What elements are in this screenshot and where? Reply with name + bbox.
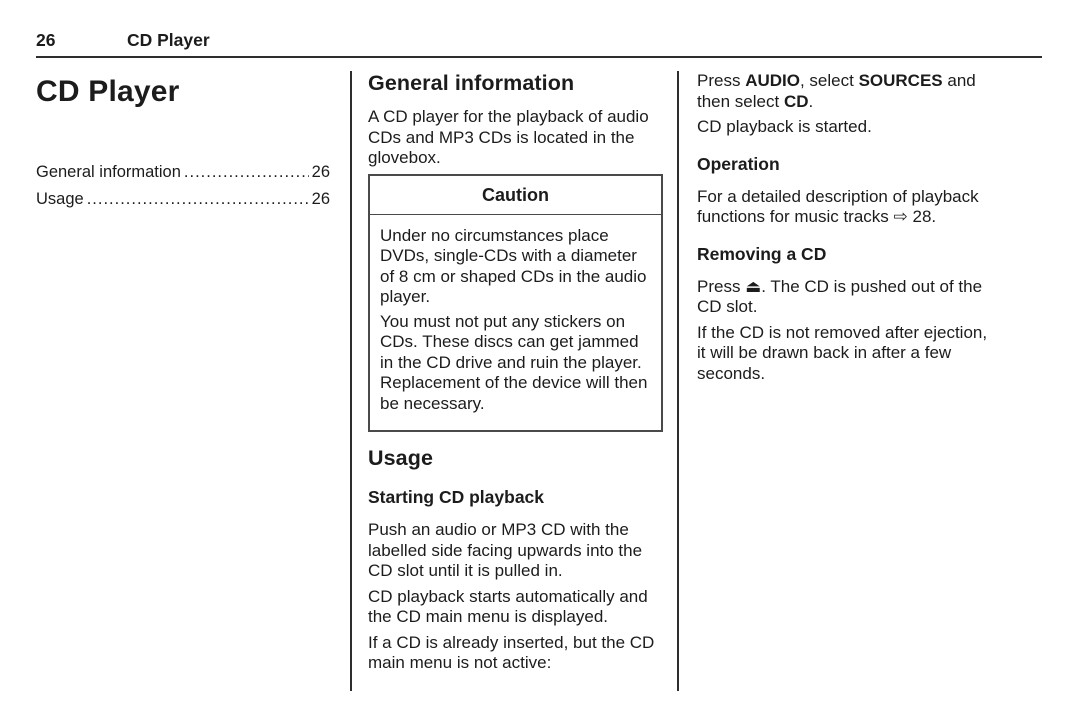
caution-paragraph: You must not put any stickers on CDs. Th…: [380, 311, 648, 413]
caution-paragraph: Under no circumstances place DVDs, singl…: [380, 225, 647, 307]
right-column: Press AUDIO, select SOURCES and then sel…: [679, 71, 1078, 693]
paragraph: CD playback starts automatically and the…: [368, 586, 648, 627]
paragraph-eject: Press ⏏. The CD is pushed out of the CD …: [697, 277, 997, 318]
table-of-contents: General information ....................…: [36, 159, 330, 213]
cross-reference-arrow-icon: ⇨: [893, 207, 908, 227]
text-run: and then select: [697, 71, 976, 111]
text-run: . The CD is pushed out of the CD slot.: [697, 276, 983, 317]
paragraph-intro: A CD player for the playback of audio CD…: [368, 107, 649, 167]
toc-page-number: 26: [311, 163, 330, 181]
subheading-starting-cd-playback: Starting CD playback: [368, 487, 545, 507]
left-column: CD Player General information ..........…: [36, 71, 350, 693]
text-run: Press: [697, 276, 746, 296]
toc-entry-general-information: General information ....................…: [36, 159, 330, 186]
page-title: CD Player: [36, 75, 180, 108]
menu-label-cd: CD: [783, 91, 809, 111]
text-run: Press: [697, 71, 746, 90]
paragraph-press-audio: Press AUDIO, select SOURCES and then sel…: [697, 71, 997, 112]
middle-column: General information A CD player for the …: [352, 71, 677, 693]
text-run: , select: [799, 71, 859, 90]
toc-dot-leader: ........................................…: [183, 163, 309, 181]
column-divider: [350, 71, 352, 691]
paragraph-operation: For a detailed description of playback f…: [697, 187, 997, 228]
cross-reference-page: 28.: [907, 207, 937, 226]
page-number: 26: [36, 30, 56, 50]
caution-box-body: Under no circumstances place DVDs, singl…: [370, 215, 661, 431]
section-heading-usage: Usage: [368, 446, 434, 470]
column-divider: [677, 71, 679, 691]
toc-dot-leader: ........................................…: [86, 190, 309, 208]
toc-label: General information: [36, 163, 181, 181]
paragraph: CD playback is started.: [697, 117, 872, 136]
paragraph: If a CD is already inserted, but the CD …: [368, 632, 655, 673]
toc-page-number: 26: [311, 190, 330, 208]
caution-box-title: Caution: [370, 176, 661, 215]
caution-box: Caution Under no circumstances place DVD…: [368, 173, 663, 432]
toc-label: Usage: [36, 190, 84, 208]
subheading-operation: Operation: [697, 153, 780, 174]
section-heading-general-information: General information: [368, 71, 575, 95]
running-header: 26 CD Player: [36, 0, 1042, 58]
page-columns: CD Player General information ..........…: [36, 71, 1078, 693]
paragraph: Push an audio or MP3 CD with the labelle…: [368, 520, 643, 580]
chapter-title: CD Player: [127, 30, 210, 50]
text-run: .: [808, 91, 814, 111]
eject-icon: ⏏: [745, 276, 762, 297]
toc-entry-usage: Usage ..................................…: [36, 186, 330, 213]
subheading-removing-a-cd: Removing a CD: [697, 243, 827, 264]
menu-label-sources: SOURCES: [858, 71, 943, 90]
text-run: For a detailed description of playback f…: [697, 186, 979, 227]
paragraph: If the CD is not removed after ejection,…: [697, 322, 988, 383]
button-label-audio: AUDIO: [745, 71, 800, 90]
